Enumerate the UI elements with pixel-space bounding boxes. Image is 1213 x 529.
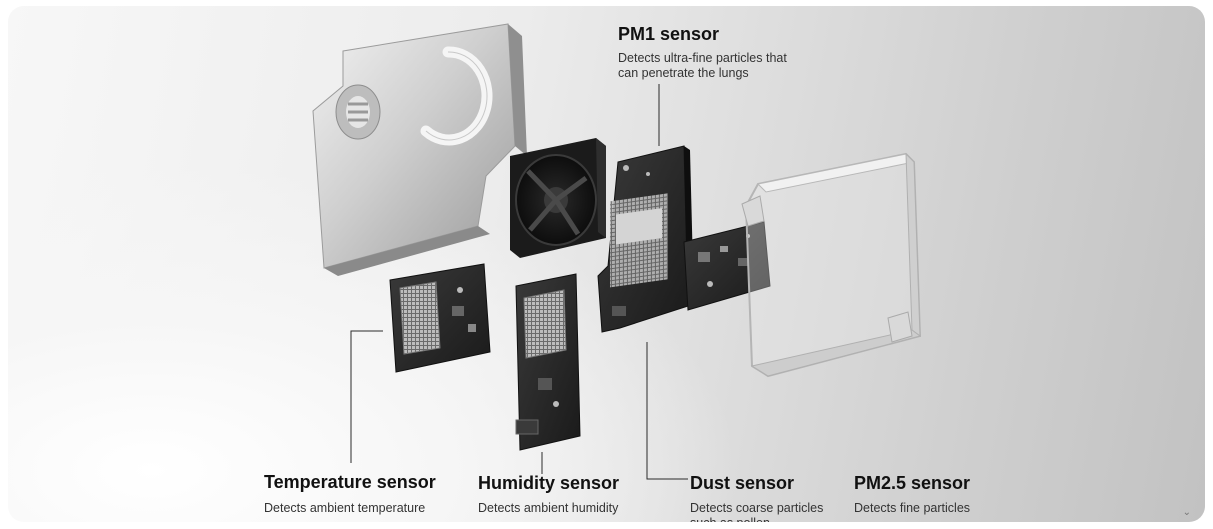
- pm25-sensor-frame: [741, 152, 922, 378]
- temperature-sensor-board: [389, 263, 491, 373]
- dust-leader-line: [646, 342, 688, 480]
- humidity-sensor-board: [515, 273, 581, 451]
- dust-description: Detects coarse particles such as pollen: [690, 501, 824, 522]
- temperature-leader-line: [350, 330, 383, 463]
- pm1-sensor-board: [597, 145, 694, 333]
- exploded-sensor-illustration: [312, 23, 922, 480]
- dust-title: Dust sensor: [690, 473, 795, 493]
- pm25-description: Detects fine particles: [854, 501, 971, 515]
- product-exploded-view-card: PM1 sensor Detects ultra-fine particles …: [8, 6, 1205, 522]
- temperature-title: Temperature sensor: [264, 472, 436, 492]
- temperature-description: Detects ambient temperature: [264, 501, 426, 515]
- humidity-description: Detects ambient humidity: [478, 501, 619, 515]
- fan-part: [510, 138, 606, 258]
- humidity-title: Humidity sensor: [478, 473, 620, 493]
- pm1-description: Detects ultra-fine particles that can pe…: [618, 51, 787, 80]
- metal-shield-part: [312, 23, 527, 276]
- pm1-title: PM1 sensor: [618, 24, 720, 44]
- chevron-down-icon: ⌄: [1182, 507, 1191, 518]
- pm25-title: PM2.5 sensor: [854, 473, 971, 493]
